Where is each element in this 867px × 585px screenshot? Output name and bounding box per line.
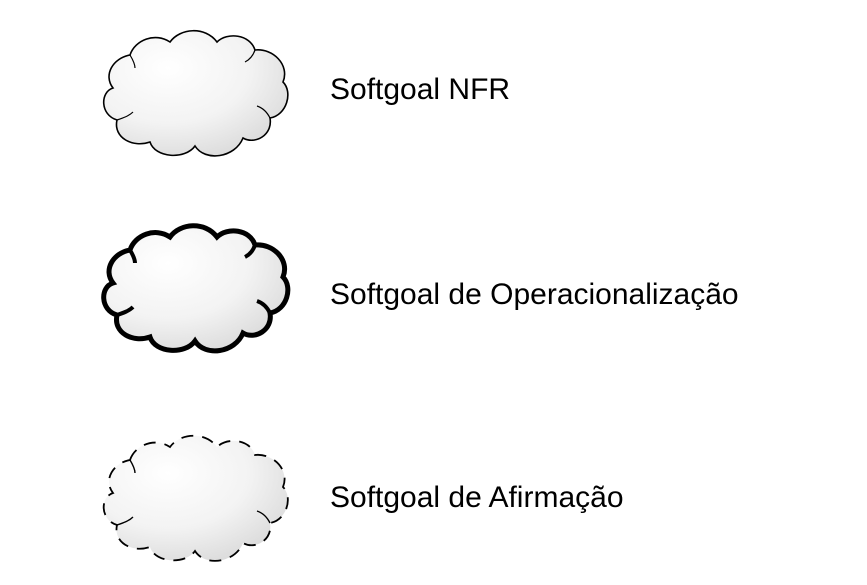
cloud-dashed-icon [95, 425, 295, 575]
legend-item-operacionalizacao: Softgoal de Operacionalização [0, 195, 867, 385]
legend-label-nfr: Softgoal NFR [330, 73, 511, 106]
cloud-thin-solid-icon [95, 20, 295, 170]
cloud-thick-solid-icon [95, 215, 295, 365]
legend-label-afirmacao: Softgoal de Afirmação [330, 481, 624, 514]
legend-label-operacionalizacao: Softgoal de Operacionalização [330, 278, 739, 311]
legend-item-afirmacao: Softgoal de Afirmação [0, 395, 867, 585]
legend-item-nfr: Softgoal NFR [0, 0, 867, 190]
